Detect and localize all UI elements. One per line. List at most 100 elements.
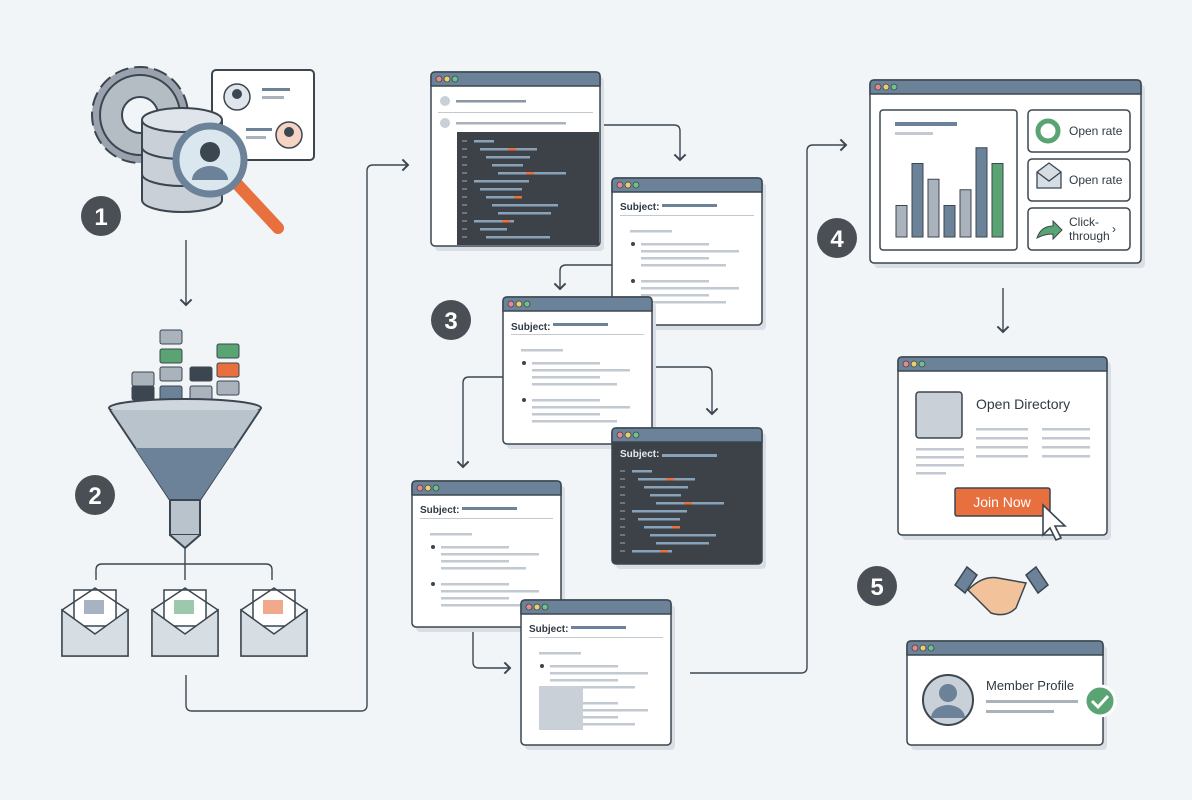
step-badge-1: 1 [81,196,121,236]
step-badge-5: 5 [857,566,897,606]
metric-open-rate[interactable]: Open rate [1027,109,1131,153]
email-window [411,480,565,632]
window-control-dot [874,83,882,91]
window-control-dot [632,181,640,189]
window-control-dot [616,431,624,439]
arrow-3-4 [690,138,848,674]
arrow-email-c-e [456,376,503,469]
step2-illustration [61,329,308,657]
email-subject-label: Subject: [620,449,659,460]
envelope-checklist-icon [151,587,219,657]
window-control-dot [918,360,926,368]
window-control-dot [525,603,533,611]
data-block [216,343,240,359]
window-control-dot [507,300,515,308]
cursor-icon [1042,503,1067,542]
svg-text:5: 5 [870,574,883,601]
email-subject-label: Subject: [420,505,459,516]
arrow-email-c-d [652,366,719,416]
step-badge-2: 2 [75,475,115,515]
window-control-dot [515,300,523,308]
window-control-dot [533,603,541,611]
window-control-dot [624,431,632,439]
data-block [131,371,155,387]
svg-text:through: through [1069,229,1110,243]
data-block [159,348,183,364]
window-control-dot [902,360,910,368]
window-control-dot [523,300,531,308]
email-subject-label: Subject: [511,322,550,333]
arrow-email-b-c [553,264,612,291]
svg-text:3: 3 [444,308,457,335]
window-control-dot [919,644,927,652]
data-block [159,366,183,382]
arrow-2-3 [185,158,410,712]
email-subject-label: Subject: [620,202,659,213]
data-block [159,385,183,401]
data-block [216,380,240,396]
data-block [216,362,240,378]
window-control-dot [451,75,459,83]
metric-open-rate-email[interactable]: Open rate [1027,158,1131,202]
window-control-dot [911,644,919,652]
window-control-dot [416,484,424,492]
analytics-dashboard: Open rate Open rate Click- through › [879,109,1131,251]
svg-text:Join Now: Join Now [973,494,1031,510]
svg-text:Open rate: Open rate [1069,124,1123,138]
chevron-right-icon: › [1112,222,1116,236]
data-block [159,329,183,345]
envelope-handshake-icon [61,587,129,657]
connectors [179,124,1010,712]
chart-bar [959,189,972,238]
chart-bar [927,178,940,238]
svg-text:Click-: Click- [1069,215,1099,229]
profile-title: Member Profile [986,678,1074,693]
donut-chart-icon [1035,118,1061,144]
email-window [502,296,656,449]
window-control-dot [632,431,640,439]
arrow-code-email [600,124,687,162]
chart-bar [911,163,924,238]
window-control-dot [927,644,935,652]
step1-illustration [91,66,315,234]
svg-text:1: 1 [94,204,107,231]
code-editor-window [430,71,604,251]
member-profile-card: Member Profile [922,674,1117,726]
arrow-email-e-f [472,627,512,675]
window-control-dot [910,360,918,368]
data-blocks [131,329,240,401]
window-control-dot [432,484,440,492]
open-directory-page: Open Directory Join Now [915,391,1090,542]
join-now-button[interactable]: Join Now [954,487,1051,517]
data-block [189,385,213,401]
svg-text:2: 2 [88,483,101,510]
chart-bar [975,147,988,238]
window-control-dot [890,83,898,91]
email-subject-label: Subject: [529,624,568,635]
bar-chart [895,147,1004,238]
window-control-dot [424,484,432,492]
magnifier-icon [172,122,284,234]
email-window-with-image [520,599,675,750]
window-control-dot [882,83,890,91]
chart-bar [943,205,956,238]
envelope-calendar-icon [240,587,308,657]
funnel-icon [108,398,262,550]
directory-title: Open Directory [976,396,1070,412]
window-control-dot [541,603,549,611]
share-arrow-icon [1036,219,1063,241]
handshake-icon [953,565,1050,616]
chart-bar [991,163,1004,238]
checkmark-icon [1083,684,1117,718]
code-email-window [611,427,766,569]
chart-bar [895,205,908,238]
email-window [611,177,766,330]
step-badge-3: 3 [431,300,471,340]
svg-text:Open rate: Open rate [1069,173,1123,187]
window-control-dot [616,181,624,189]
window-control-dot [443,75,451,83]
metric-click-through[interactable]: Click- through › [1027,207,1131,251]
step-badge-4: 4 [817,218,857,258]
